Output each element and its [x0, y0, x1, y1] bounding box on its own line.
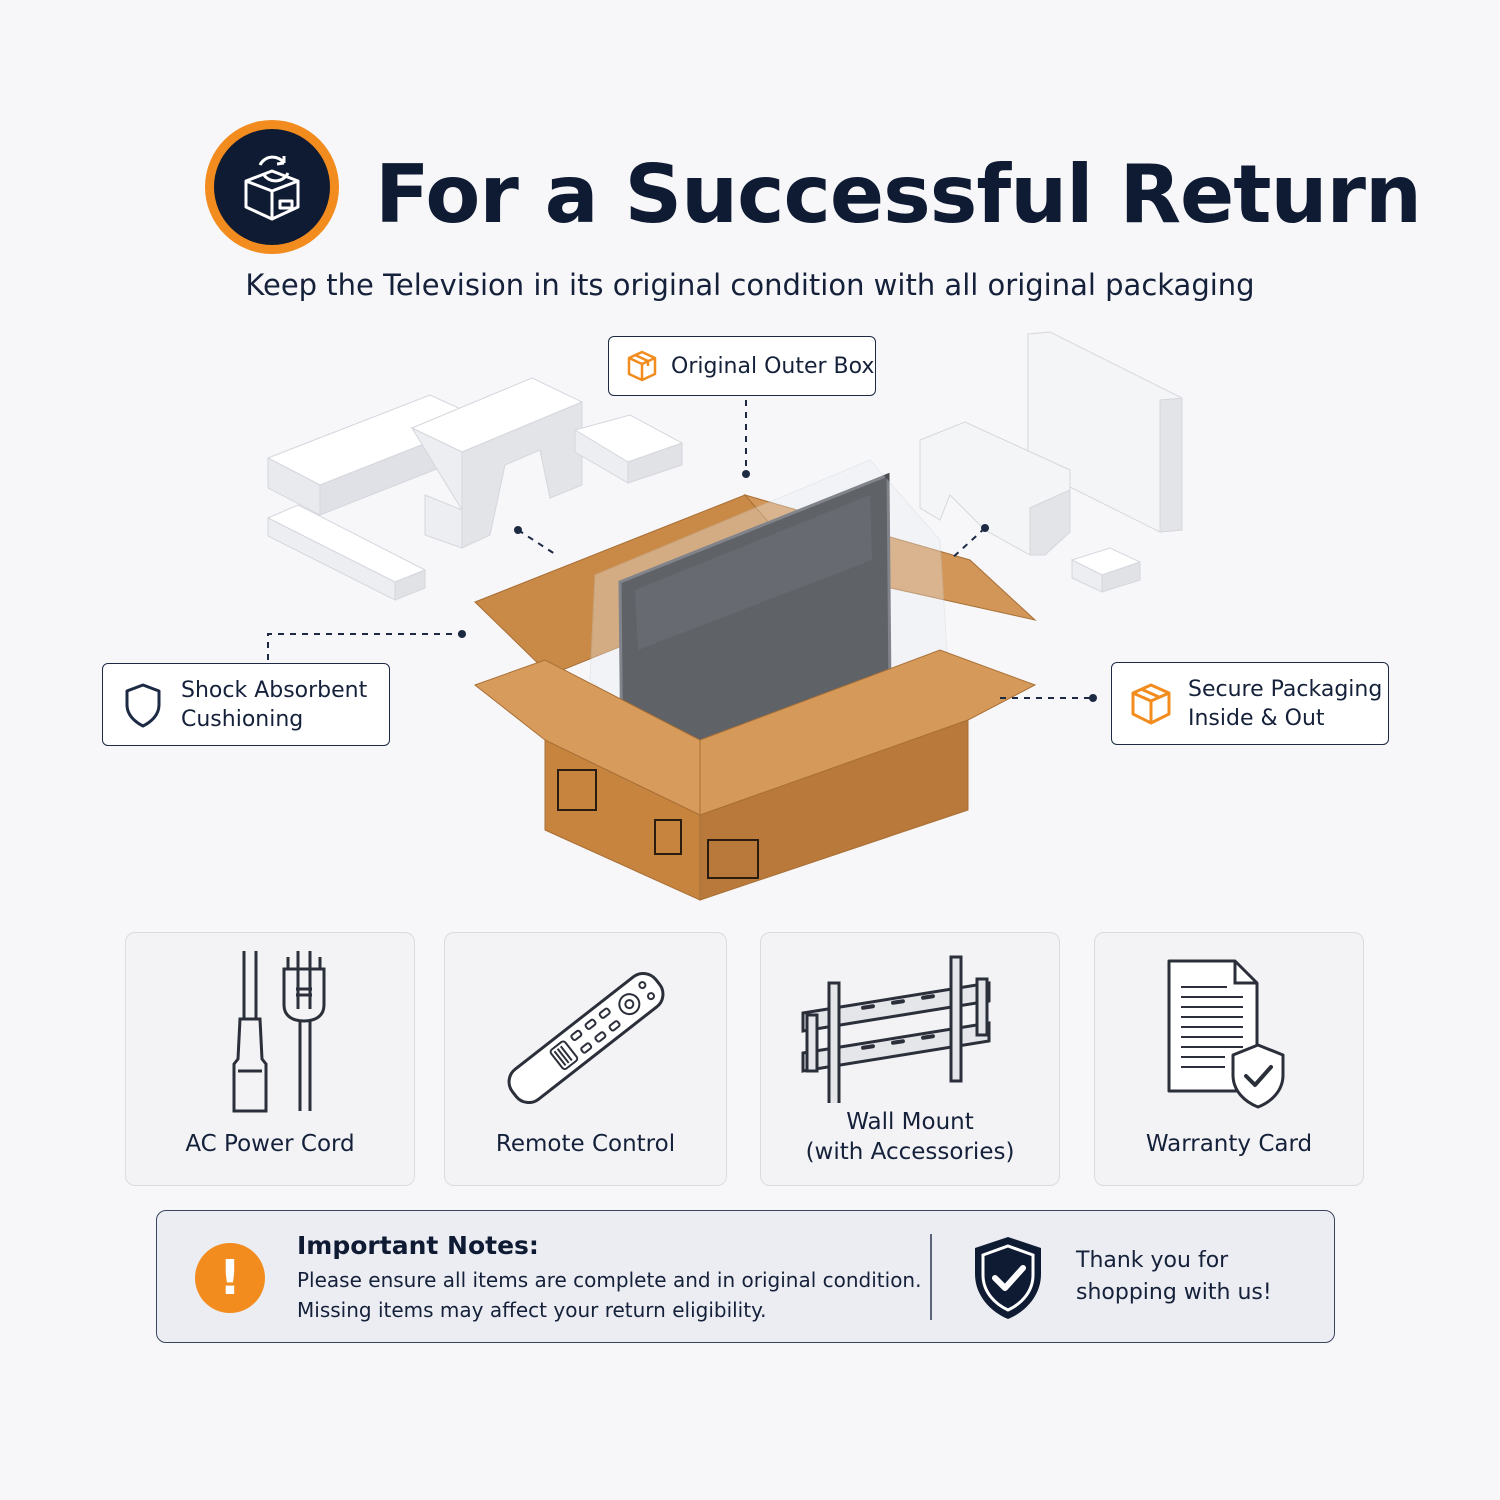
callout-secure-packaging: Secure Packaging Inside & Out — [1111, 662, 1389, 745]
return-box-icon — [244, 155, 300, 221]
item-label-line2: (with Accessories) — [805, 1139, 1015, 1165]
callout-label: Original Outer Box — [671, 353, 875, 379]
notes-line-1: Please ensure all items are complete and… — [297, 1268, 922, 1292]
callout-label-line2: Inside & Out — [1188, 705, 1325, 731]
item-card-ac-power-cord: AC Power Cord — [125, 932, 415, 1186]
notes-line-2: Missing items may affect your return eli… — [297, 1298, 767, 1322]
return-box-logo — [205, 120, 339, 254]
foam-pieces-left — [266, 377, 684, 601]
item-card-wall-mount: Wall Mount (with Accessories) — [760, 932, 1060, 1186]
box-front-flap-right — [699, 649, 1037, 816]
callout-label-line2: Cushioning — [181, 706, 304, 732]
shield-icon — [125, 683, 161, 727]
callout-label-line1: Secure Packaging — [1188, 676, 1383, 702]
remote-control-icon — [507, 971, 665, 1105]
warranty-document-icon — [1167, 959, 1285, 1109]
callout-shock-absorbent-cushioning: Shock Absorbent Cushioning — [102, 663, 390, 746]
item-label-line1: Wall Mount — [846, 1109, 974, 1135]
exclamation-icon: ! — [195, 1243, 265, 1313]
item-label: AC Power Cord — [185, 1131, 355, 1157]
foam-pieces-right — [919, 331, 1183, 593]
connector-lines — [267, 400, 1092, 699]
check-shield-icon — [1231, 1043, 1285, 1109]
package-icon — [1131, 683, 1171, 724]
power-cord-icon — [232, 951, 326, 1113]
callout-label-line1: Shock Absorbent — [181, 677, 368, 703]
shield-check-icon — [975, 1237, 1041, 1319]
item-label: Remote Control — [495, 1131, 676, 1157]
notes-title: Important Notes: — [297, 1231, 539, 1260]
packaging-illustration — [266, 331, 1183, 901]
item-card-warranty-card: Warranty Card — [1094, 932, 1364, 1186]
page-title: For a Successful Return — [375, 148, 1422, 241]
thanks-line-1: Thank you for — [1076, 1248, 1229, 1273]
callout-original-outer-box: Original Outer Box — [608, 336, 876, 396]
notes-divider — [930, 1234, 932, 1320]
item-card-remote-control: Remote Control — [444, 932, 727, 1186]
item-label: Warranty Card — [1145, 1131, 1313, 1157]
box-icon — [627, 350, 657, 382]
thanks-line-2: shopping with us! — [1076, 1280, 1272, 1305]
page-subtitle: Keep the Television in its original cond… — [245, 268, 1255, 302]
wall-mount-icon — [801, 955, 991, 1103]
thank-you-message: Thank you for shopping with us! — [1076, 1245, 1272, 1309]
important-notes-panel — [156, 1210, 1335, 1343]
box-handling-marks — [557, 769, 759, 879]
